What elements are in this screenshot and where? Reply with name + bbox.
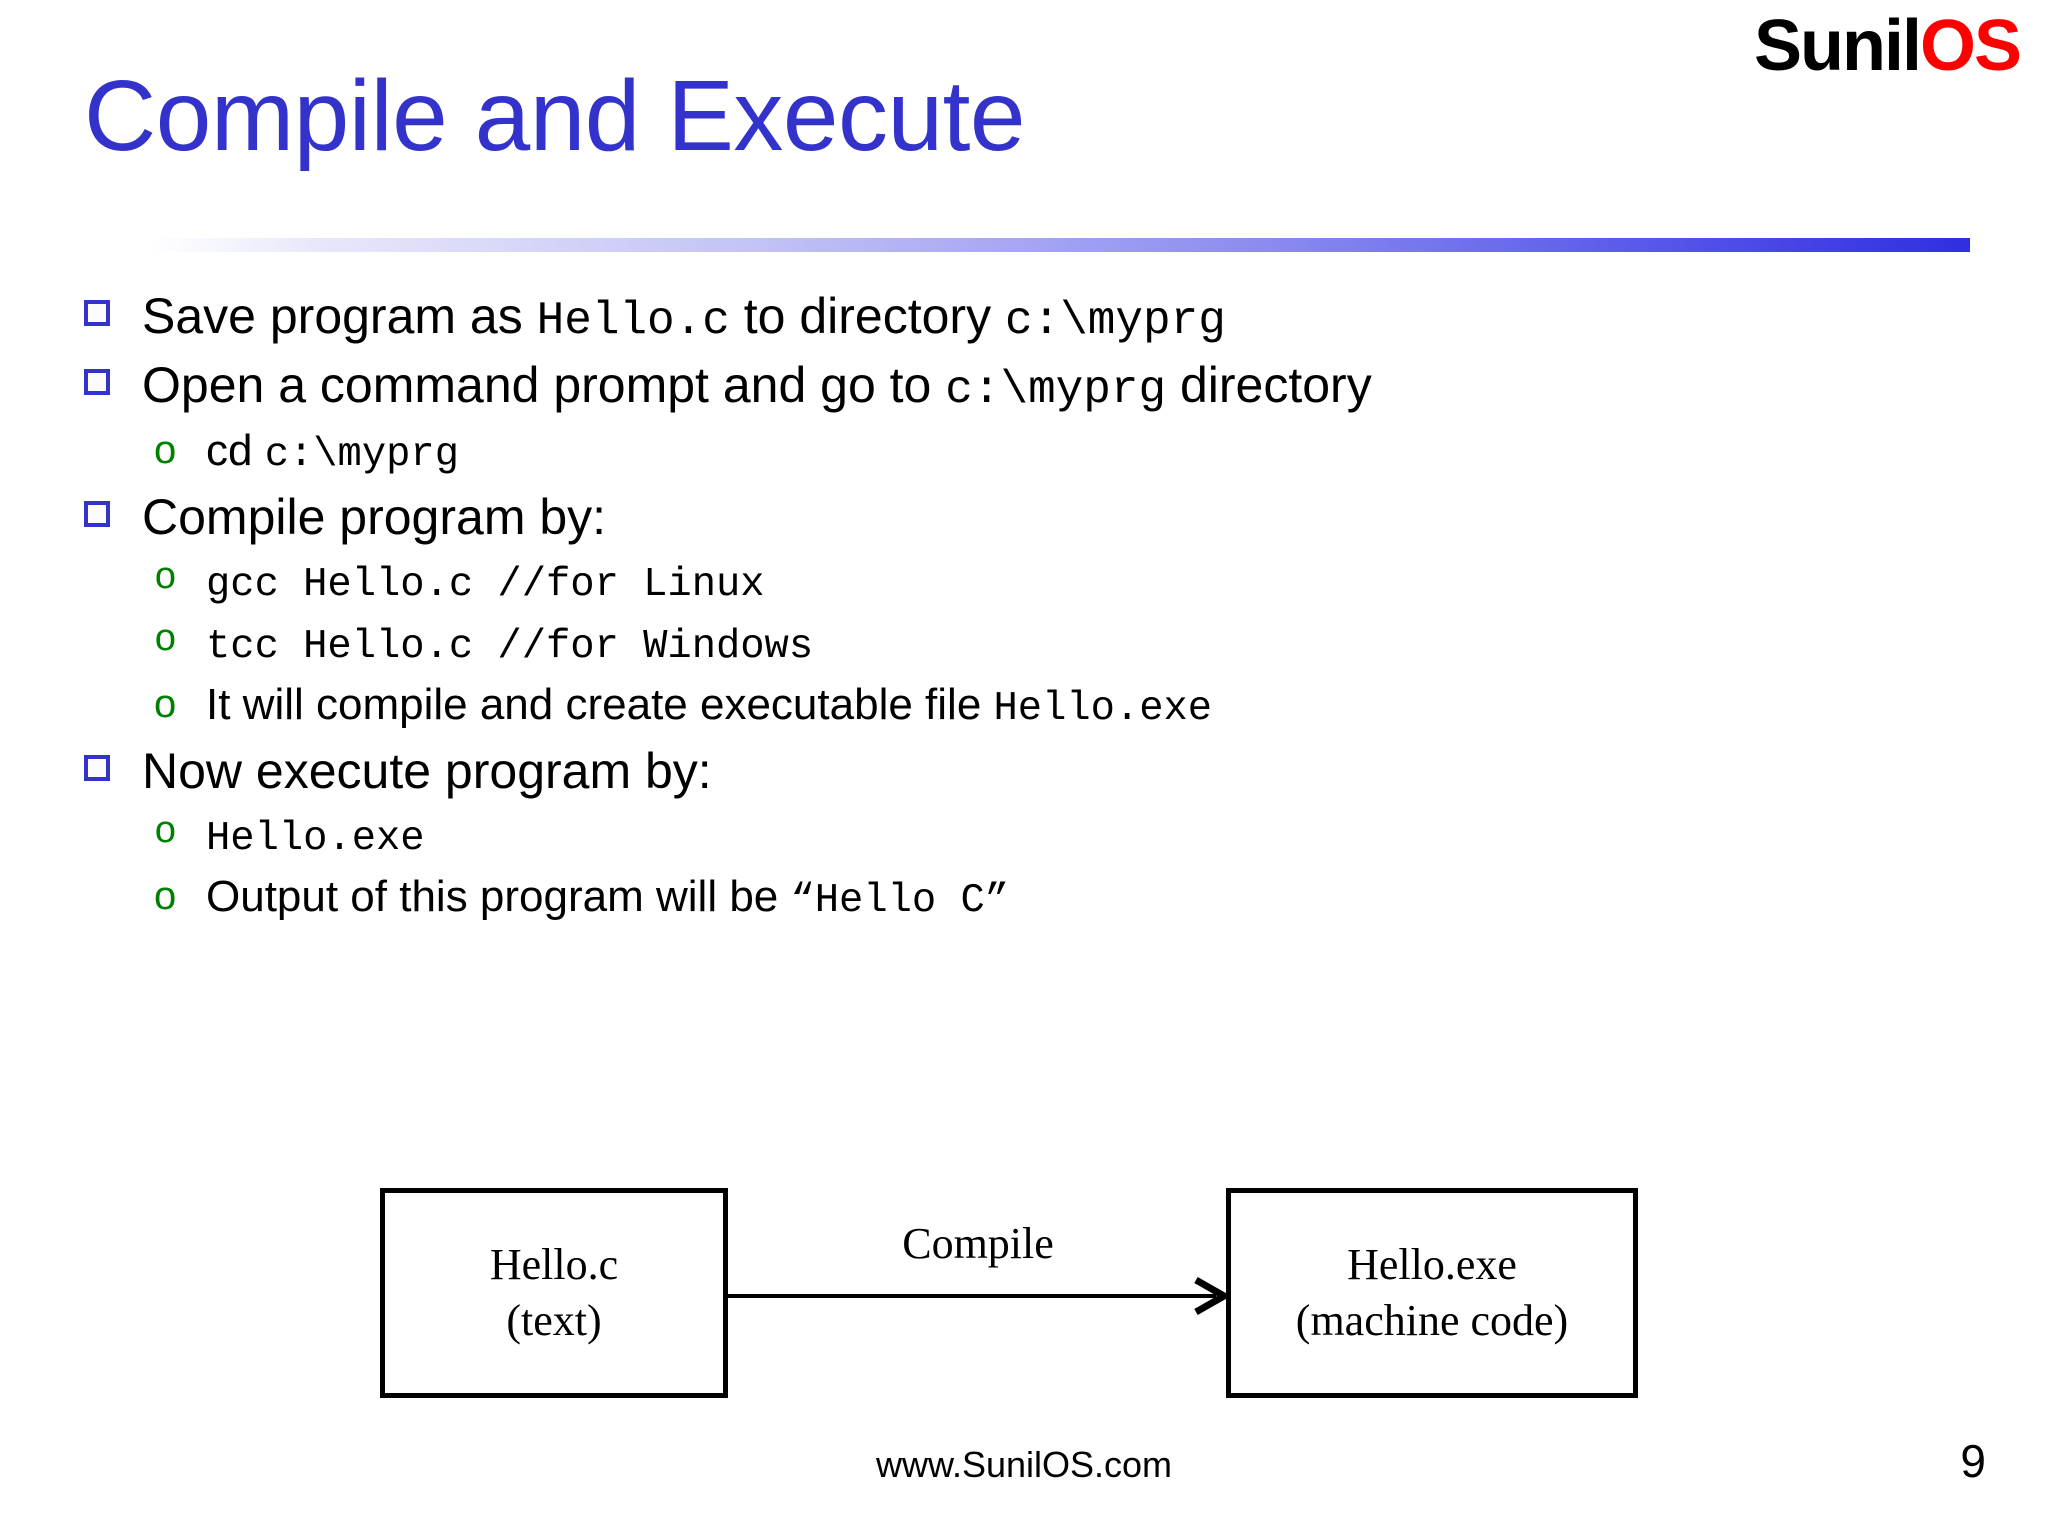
code-span: “Hello C” xyxy=(790,878,1010,925)
circle-bullet-icon: o xyxy=(154,810,177,854)
diagram-box-source-line2: (text) xyxy=(506,1296,602,1345)
sub-bullet-item: o gcc Hello.c //for Linux xyxy=(84,554,1984,610)
bullet-text: Save program as Hello.c to directory c:\… xyxy=(142,286,1226,349)
diagram-arrow-label: Compile xyxy=(902,1219,1054,1268)
sub-bullet-item: o Output of this program will be “Hello C… xyxy=(84,870,1984,926)
bullet-text: It will compile and create executable fi… xyxy=(206,678,1212,734)
compile-arrow-icon xyxy=(724,1276,1232,1316)
logo-text-os: OS xyxy=(1919,6,2022,86)
code-span: c:\myprg xyxy=(945,364,1167,417)
diagram-box-source: Hello.c (text) xyxy=(380,1188,728,1398)
bullet-text: Hello.exe xyxy=(206,808,425,864)
text-span: Output of this program will be xyxy=(206,872,791,922)
page-title: Compile and Execute xyxy=(84,60,1026,172)
sunilos-logo: SunilOS xyxy=(1754,10,2022,82)
circle-bullet-icon: o xyxy=(154,428,177,473)
diagram-box-executable: Hello.exe (machine code) xyxy=(1226,1188,1638,1398)
bullet-text: Open a command prompt and go to c:\myprg… xyxy=(142,355,1372,418)
compile-flow-diagram: Hello.c (text) Compile Hello.exe (machin… xyxy=(0,1180,2048,1400)
title-divider-rule xyxy=(96,238,1970,252)
square-bullet-icon xyxy=(84,355,142,405)
text-span: Compile program by: xyxy=(142,488,607,545)
logo-text-sunil: Sunil xyxy=(1753,6,1922,86)
code-span: c:\myprg xyxy=(264,432,459,479)
code-span: tcc Hello.c //for Windows xyxy=(206,624,814,670)
text-span: to directory xyxy=(729,288,1005,344)
square-bullet-glyph xyxy=(84,754,119,790)
text-span: directory xyxy=(1166,357,1372,414)
bullet-text: tcc Hello.c //for Windows xyxy=(206,616,813,672)
diagram-box-executable-line2: (machine code) xyxy=(1295,1296,1569,1345)
circle-bullet-icon: o xyxy=(154,682,177,727)
square-bullet-glyph xyxy=(84,500,119,536)
diagram-box-source-line1: Hello.c xyxy=(489,1239,619,1289)
bullet-list: Save program as Hello.c to directory c:\… xyxy=(84,286,1984,933)
square-bullet-icon xyxy=(84,741,142,790)
bullet-text: Now execute program by: xyxy=(142,741,712,802)
square-bullet-icon xyxy=(84,286,142,335)
bullet-text: cd c:\myprg xyxy=(206,424,459,480)
circle-bullet-icon: o xyxy=(154,556,177,600)
bullet-text: Output of this program will be “Hello C” xyxy=(206,870,1009,926)
square-bullet-glyph xyxy=(84,300,119,335)
code-span: Hello.c xyxy=(536,295,730,347)
sub-bullet-item: o It will compile and create executable f… xyxy=(84,678,1984,734)
code-span: c:\myprg xyxy=(1004,295,1226,347)
text-span: cd xyxy=(206,426,265,476)
text-span: Open a command prompt and go to xyxy=(142,357,946,414)
page-number: 9 xyxy=(1960,1435,1986,1487)
circle-bullet-icon: o xyxy=(154,874,177,919)
code-span: Hello.exe xyxy=(993,686,1213,733)
bullet-item: Compile program by: xyxy=(84,487,1984,548)
code-span: gcc Hello.c //for Linux xyxy=(206,561,765,608)
text-span: Now execute program by: xyxy=(142,742,712,799)
code-span: Hello.exe xyxy=(206,815,425,862)
diagram-box-executable-line1: Hello.exe xyxy=(1347,1239,1517,1289)
text-span: Save program as xyxy=(142,288,537,344)
square-bullet-icon xyxy=(84,487,142,536)
bullet-item: Save program as Hello.c to directory c:\… xyxy=(84,286,1984,349)
footer-website-url: www.SunilOS.com xyxy=(875,1444,1173,1485)
bullet-text: Compile program by: xyxy=(142,487,606,548)
bullet-text: gcc Hello.c //for Linux xyxy=(206,554,765,610)
sub-bullet-item: o tcc Hello.c //for Windows xyxy=(84,616,1984,672)
text-span: It will compile and create executable fi… xyxy=(206,680,994,730)
bullet-item: Now execute program by: xyxy=(84,741,1984,802)
sub-bullet-item: o Hello.exe xyxy=(84,808,1984,864)
bullet-item: Open a command prompt and go to c:\myprg… xyxy=(84,355,1984,418)
circle-bullet-icon: o xyxy=(154,619,177,662)
square-bullet-glyph xyxy=(84,369,119,405)
